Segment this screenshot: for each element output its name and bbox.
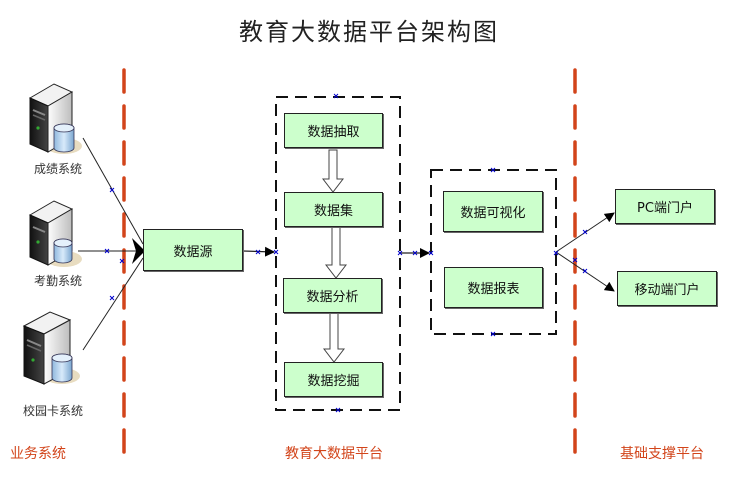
portal-pc-box[interactable]: PC端门户 [615, 189, 715, 224]
output-report-box[interactable]: 数据报表 [444, 267, 543, 308]
arrowhead-merge [132, 238, 145, 264]
hollow-arrow-1 [321, 149, 345, 193]
portal-mobile-box[interactable]: 移动端门户 [617, 271, 717, 306]
output-visualization-box[interactable]: 数据可视化 [443, 191, 543, 232]
pipeline-step-dataset[interactable]: 数据集 [284, 192, 383, 227]
data-source-box[interactable]: 数据源 [143, 229, 243, 271]
server-database-icon [22, 311, 80, 385]
zone-label-platform: 教育大数据平台 [285, 446, 383, 462]
source-label-grades: 成绩系统 [33, 162, 82, 176]
pipeline-arrows [321, 149, 348, 363]
connector-card-to-source [82, 257, 144, 351]
diagram-title: 教育大数据平台架构图 [239, 18, 499, 46]
server-database-icon [28, 200, 82, 267]
pipeline-step-extract[interactable]: 数据抽取 [284, 113, 383, 148]
pipeline-step-analysis[interactable]: 数据分析 [283, 278, 382, 313]
hollow-arrow-3 [322, 311, 346, 363]
server-database-icon [28, 83, 82, 154]
pipeline-step-mining[interactable]: 数据挖掘 [284, 362, 383, 397]
hollow-arrow-2 [324, 226, 348, 279]
zone-label-business: 业务系统 [10, 446, 66, 462]
zone-label-support: 基础支撑平台 [620, 446, 704, 462]
source-label-campus-card: 校园卡系统 [22, 404, 83, 418]
source-label-attendance: 考勤系统 [33, 274, 82, 288]
